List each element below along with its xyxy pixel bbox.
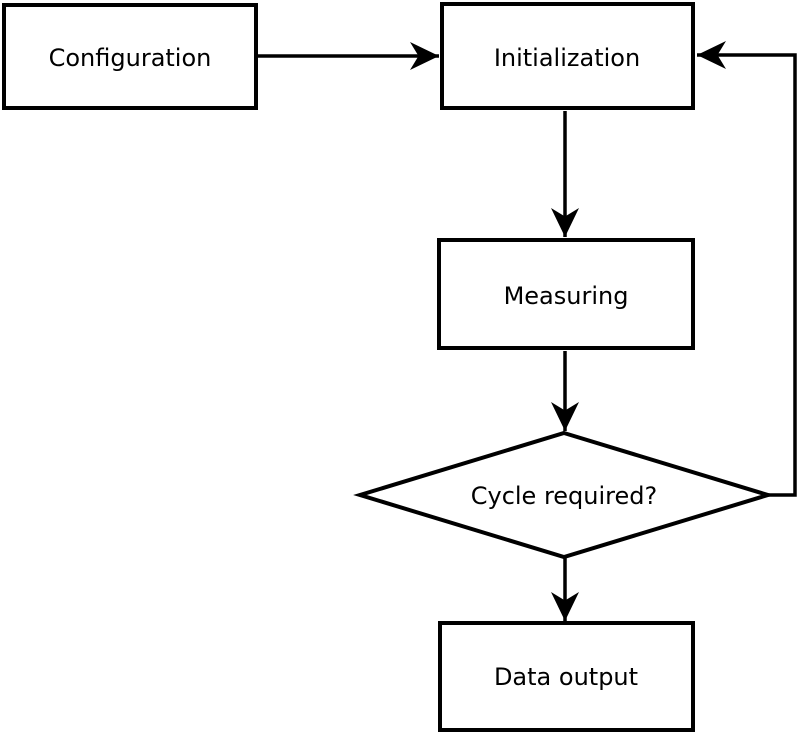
node-measuring-shape (437, 238, 695, 350)
node-initialization-label: Initialization (494, 44, 640, 72)
node-measuring: Measuring (437, 238, 695, 350)
node-measuring-label: Measuring (504, 282, 629, 310)
node-configuration: Configuration (2, 3, 258, 110)
node-cycle-required-label: Cycle required? (471, 482, 658, 510)
node-data-output-label: Data output (494, 663, 638, 691)
node-data-output: Data output (438, 621, 695, 732)
edge-cycle-required-to-initialization-feedback (697, 41, 797, 497)
node-cycle-required-shape (353, 430, 775, 560)
node-data-output-shape (438, 621, 695, 732)
node-configuration-shape (2, 3, 258, 110)
node-initialization-shape (440, 2, 695, 110)
node-cycle-required: Cycle required? (353, 430, 775, 560)
node-configuration-label: Configuration (49, 44, 212, 72)
node-initialization: Initialization (440, 2, 695, 110)
